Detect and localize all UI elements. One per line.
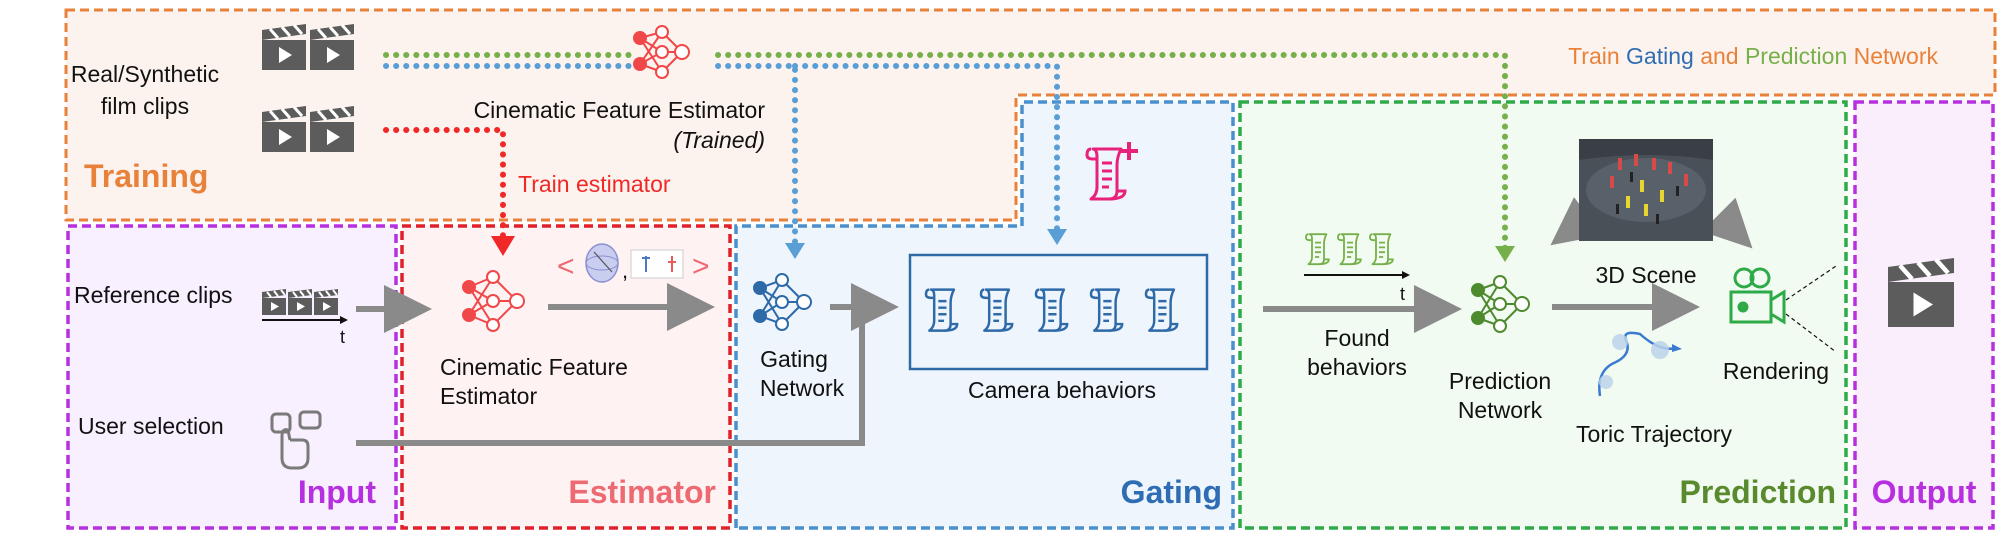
trained-estimator-label: Cinematic Feature Estimator [474,97,766,123]
estimator-label-1: Cinematic Feature [440,354,628,380]
3d-scene-thumbnail [1579,139,1713,241]
film-clips-label-2: film clips [101,93,189,119]
neural-network-icon [753,273,812,331]
training-title: Training [84,158,208,194]
reference-clips-label: Reference clips [74,282,233,308]
training-region [64,8,1997,222]
output-clapperboard [1888,258,1954,327]
feature-bracket-left: < [557,250,575,283]
train-network-label: Train Gating and Prediction Network [1568,43,1938,69]
reference-time-label: t [340,327,345,347]
neural-network-icon [633,25,690,79]
camera-behaviors-label: Camera behaviors [968,377,1156,403]
neural-network-icon [462,270,525,332]
toric-trajectory-label: Toric Trajectory [1576,421,1732,447]
clapperboard-icon [260,104,308,154]
reference-clips-strip [261,288,348,324]
prediction-region [1238,100,1848,530]
clapperboard-icon [261,288,287,316]
gating-network-label-2: Network [760,375,845,401]
gating-network-label-1: Gating [760,346,828,372]
touch-selection-icon [270,410,322,470]
prediction-title: Prediction [1680,474,1836,510]
clapperboard-icon [308,104,356,154]
feature-bracket-right: > [692,250,710,283]
train-estimator-red-arrow [383,127,506,239]
rendering-label: Rendering [1723,358,1829,384]
gating-title: Gating [1121,474,1222,510]
found-behaviors-label-2: behaviors [1307,354,1407,380]
prediction-network-label-1: Prediction [1449,368,1551,394]
input-title: Input [298,474,377,510]
estimator-title: Estimator [568,474,716,510]
script-scroll-icon [1085,142,1138,201]
feature-frame-thumbnail [630,249,684,279]
found-behaviors-label-1: Found [1324,325,1389,351]
user-selection-label: User selection [78,413,224,439]
trained-estimator-note: (Trained) [673,127,765,153]
flow-arrows [356,197,1753,446]
3d-scene-label: 3D Scene [1595,262,1696,288]
clapperboard-icon [308,22,356,72]
toric-sphere-icon [585,243,619,283]
prediction-network-label-2: Network [1458,397,1543,423]
feature-comma: , [622,258,628,283]
input-region [66,224,398,530]
camera-behaviors-box [908,253,1209,371]
clapperboard-icon [287,288,313,316]
train-gating-green-arrow [715,52,1508,251]
neural-network-icon [1471,275,1530,333]
clapperboard-icon [313,288,339,316]
found-behaviors-time-label: t [1400,284,1405,304]
toric-trajectory-icon [1598,331,1682,397]
train-estimator-label: Train estimator [518,171,671,197]
clapperboard-icon [1888,258,1954,327]
video-camera-icon [1729,267,1786,325]
clapperboard-icon [260,22,308,72]
estimator-label-2: Estimator [440,383,537,409]
film-clips-label-1: Real/Synthetic [71,61,219,87]
output-title: Output [1872,474,1977,510]
